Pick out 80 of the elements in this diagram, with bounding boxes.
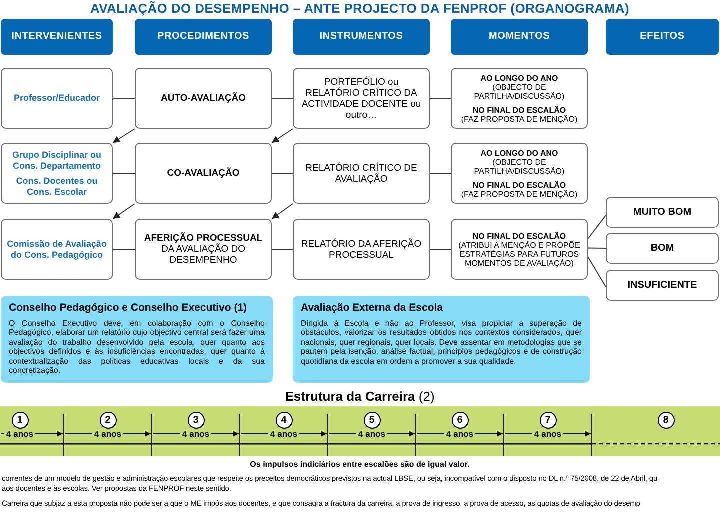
duration-label: 4 anos <box>532 429 564 439</box>
column-title: EFEITOS <box>640 31 685 43</box>
connector-line <box>112 98 136 99</box>
arrow <box>112 204 136 220</box>
process-box <box>135 219 272 280</box>
connector-line <box>588 248 606 249</box>
timing-label: AO LONGO DO ANO <box>480 74 558 82</box>
process-box <box>1 143 113 204</box>
timing-note: (ATRIBUI A MENÇÃO E PROPÕE ESTRATÉGIAS PARA FUTUROS MOMENTOS DE AVALIAÇÃO) <box>458 240 582 268</box>
connector-line <box>112 249 136 250</box>
info-panel <box>293 296 590 383</box>
column-title: PROCEDIMENTOS <box>157 31 250 43</box>
section-title: Estrutura da Carreira (2) <box>285 389 435 404</box>
duration-label: 4 anos <box>268 429 300 439</box>
procedure-label: CO-AVALIAÇÃO <box>167 168 240 179</box>
rating-box <box>606 233 719 264</box>
connector-line <box>588 215 606 240</box>
connector-line <box>272 249 294 250</box>
duration-label: 4 anos <box>356 429 388 439</box>
timing-note: (OBJECTO DE PARTILHA/DISCUSSÃO) <box>473 158 566 176</box>
info-panel <box>1 296 273 383</box>
timing-note: (FAZ PROPOSTA DE MENÇÃO) <box>461 190 578 198</box>
procedure-label: AUTO-AVALIAÇÃO <box>161 93 246 104</box>
connector-line <box>430 98 452 99</box>
timing-label: NO FINAL DO ESCALÃO <box>472 106 566 114</box>
note-text: Os impulsos indiciários entre escalões são de igual valor. <box>250 460 470 470</box>
timing-label: NO FINAL DO ESCALÃO <box>472 180 566 190</box>
duration-label: 4 anos <box>180 429 212 439</box>
instrument-label: RELATÓRIO DA AFERIÇÃO PROCESSUAL <box>300 238 423 260</box>
arrow <box>272 128 294 144</box>
rating-box <box>606 270 719 301</box>
duration-label: 4 anos <box>4 429 36 439</box>
connector-line <box>430 249 452 250</box>
connector-line <box>430 173 452 174</box>
participant-label: Grupo Disciplinar ou Cons. Departamento <box>11 150 102 172</box>
timing-label: AO LONGO DO ANO <box>480 148 558 158</box>
timing-note: (FAZ PROPOSTA DE MENÇÃO) <box>461 114 578 124</box>
rating-label: BOM <box>650 242 674 254</box>
procedure-label: AFERIÇÃO PROCESSUAL DA AVALIAÇÃO DO DESEMPENHO <box>143 233 264 266</box>
participant-label: Professor/Educador <box>14 93 100 104</box>
rating-label: INSUFICIENTE <box>628 280 698 292</box>
process-box <box>1 68 113 129</box>
instrument-label: RELATÓRIO CRÍTICO DE AVALIAÇÃO <box>304 162 418 184</box>
connector-line <box>272 173 294 174</box>
column-title: INSTRUMENTOS <box>320 31 404 43</box>
column-header <box>451 19 588 55</box>
diagram-title: AVALIAÇÃO DO DESEMPENHO – ANTE PROJECTO DA FENPROF (ORGANOGRAMA) <box>90 1 630 16</box>
duration-label: 4 anos <box>92 429 124 439</box>
process-box <box>293 143 430 204</box>
timing-label: NO FINAL DO ESCALÃO <box>472 232 566 240</box>
panel-text: Dirigida à Escola e não ao Professor, visa propiciar a superação de obstáculos, valorizar os resultados obtidos nos contextos considerados, quer nacionais, quer regionais, quer locais. Deve assentar em metodologias que se pautem pela isenção, análise factual, princípios pedagógicos e de construção quotidiana da escola em ordem a promover a sua qualidade. <box>301 319 582 366</box>
timing-note: (OBJECTO DE PARTILHA/DISCUSSÃO) <box>473 82 566 100</box>
rating-box <box>606 197 719 228</box>
process-box <box>451 68 588 129</box>
process-box <box>135 68 272 129</box>
process-box <box>135 143 272 204</box>
panel-heading: Conselho Pedagógico e Conselho Executivo (1) <box>9 302 248 315</box>
participant-label: Comissão de Avaliação do Cons. Pedagógico <box>6 238 108 260</box>
duration-label: 4 anos <box>444 429 476 439</box>
panel-text: O Conselho Executivo deve, em colaboração com o Conselho Pedagógico, elaborar um relatório cujo objectivo central será fazer uma avaliação do trabalho desenvolvido pela escola, quer quanto aos objectivos definidos e às insuficiências encontradas, quer quanto à contextualização das políticas educativas locais e da sua concretização. <box>9 319 265 376</box>
process-box <box>293 68 430 129</box>
process-box <box>451 219 588 280</box>
arrow <box>112 128 136 144</box>
column-header <box>293 19 430 55</box>
column-title: MOMENTOS <box>488 31 550 43</box>
process-box <box>451 143 588 204</box>
column-header <box>135 19 272 55</box>
connector-line <box>112 173 136 174</box>
panel-heading: Avaliação Externa da Escola <box>301 302 444 315</box>
instrument-label: PORTEFÓLIO ou RELATÓRIO CRÍTICO DA ACTIVIDADE DOCENTE ou outro… <box>300 76 422 120</box>
process-box <box>293 219 430 280</box>
participant-label: Cons. Docentes ou Cons. Escolar <box>15 176 99 198</box>
column-header <box>1 19 113 55</box>
column-title: INTERVENIENTES <box>12 31 102 43</box>
rating-label: MUITO BOM <box>633 206 692 218</box>
process-box <box>1 219 113 280</box>
connector-line <box>272 98 294 99</box>
arrow <box>272 204 294 220</box>
column-header <box>606 19 719 55</box>
connector-line <box>588 256 606 288</box>
